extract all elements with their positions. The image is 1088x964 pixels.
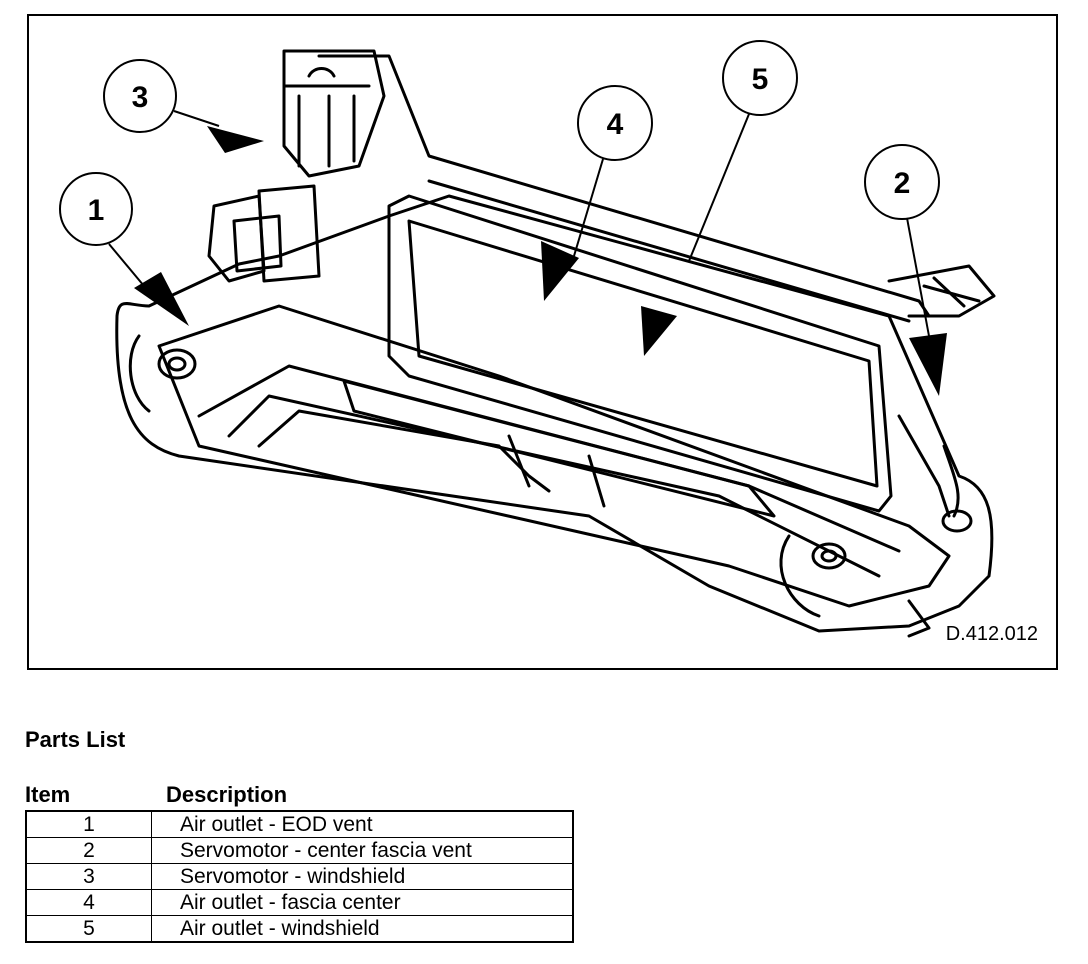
callout-2: 2 <box>894 167 911 200</box>
column-header-description: Description <box>166 782 288 807</box>
drawing-code: D.412.012 <box>945 623 1038 645</box>
item-number: 5 <box>25 915 152 943</box>
table-row: 4 Air outlet - fascia center <box>25 889 574 916</box>
item-description: Air outlet - fascia center <box>151 889 574 916</box>
item-description: Servomotor - windshield <box>151 863 574 890</box>
parts-list-title: Parts List <box>25 727 126 752</box>
callout-3: 3 <box>132 81 149 114</box>
table-row: 3 Servomotor - windshield <box>25 863 574 890</box>
item-number: 4 <box>25 889 152 916</box>
exploded-diagram: 3 1 4 5 2 D.412.012 <box>27 14 1058 670</box>
callout-4: 4 <box>607 108 624 141</box>
item-number: 2 <box>25 837 152 864</box>
item-number: 1 <box>25 810 152 838</box>
table-row: 5 Air outlet - windshield <box>25 915 574 943</box>
callout-5: 5 <box>752 63 769 96</box>
item-number: 3 <box>25 863 152 890</box>
item-description: Air outlet - EOD vent <box>151 810 574 838</box>
air-distribution-housing-drawing: 3 1 4 5 2 <box>59 40 996 638</box>
parts-list-table: 1 Air outlet - EOD vent 2 Servomotor - c… <box>25 810 574 943</box>
item-description: Servomotor - center fascia vent <box>151 837 574 864</box>
table-row: 1 Air outlet - EOD vent <box>25 810 574 838</box>
callout-1: 1 <box>88 194 105 227</box>
table-row: 2 Servomotor - center fascia vent <box>25 837 574 864</box>
column-header-item: Item <box>25 782 71 807</box>
item-description: Air outlet - windshield <box>151 915 574 943</box>
